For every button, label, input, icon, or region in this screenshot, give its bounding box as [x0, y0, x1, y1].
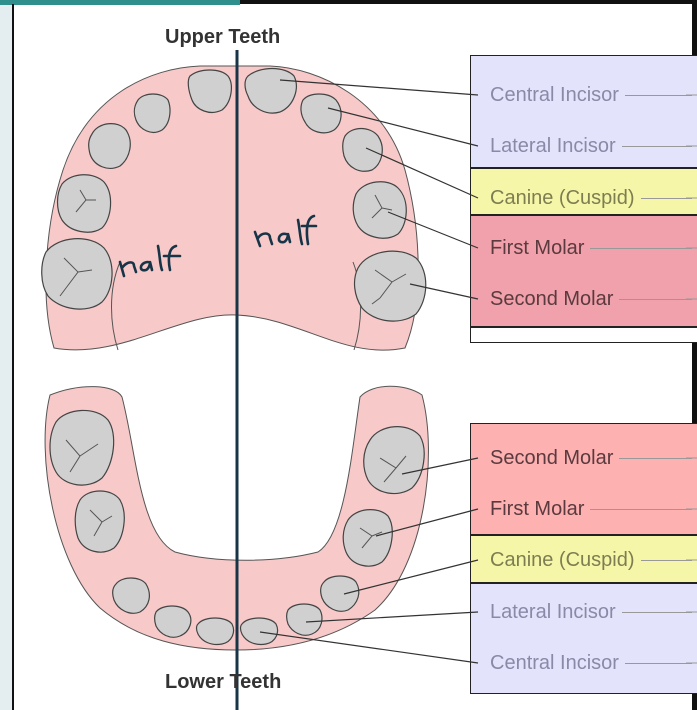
label-text: Lateral Incisor: [490, 135, 616, 158]
label-text: Second Molar: [490, 447, 613, 470]
lower-right-second-molar: [364, 427, 424, 494]
upper-teeth-title: Upper Teeth: [165, 26, 280, 49]
upper-label-first-molar: First Molar: [470, 224, 692, 272]
upper-label-second-molar: Second Molar: [470, 275, 692, 323]
label-text: Second Molar: [490, 288, 613, 311]
lower-left-first-molar: [75, 491, 124, 552]
upper-left-canine: [89, 124, 131, 169]
upper-left-lateral-incisor: [134, 94, 170, 132]
lower-left-second-molar: [50, 410, 114, 485]
lower-label-first-molar: First Molar: [470, 485, 692, 533]
label-text: Canine (Cuspid): [490, 187, 635, 210]
lower-label-central-incisor: Central Incisor: [470, 639, 692, 687]
lower-label-second-molar: Second Molar: [470, 434, 692, 482]
upper-label-canine: Canine (Cuspid): [470, 174, 692, 222]
label-text: Central Incisor: [490, 84, 619, 107]
lower-label-lateral-incisor: Lateral Incisor: [470, 588, 692, 636]
upper-right-second-molar: [355, 251, 426, 321]
lower-label-canine: Canine (Cuspid): [470, 536, 692, 584]
upper-left-first-molar: [58, 175, 111, 232]
upper-label-central-incisor: Central Incisor: [470, 71, 692, 119]
lower-teeth-title: Lower Teeth: [165, 671, 281, 694]
label-text: First Molar: [490, 498, 584, 521]
label-text: Central Incisor: [490, 652, 619, 675]
lower-right-first-molar: [343, 510, 392, 566]
label-text: First Molar: [490, 237, 584, 260]
upper-right-canine: [343, 129, 383, 172]
label-text: Canine (Cuspid): [490, 549, 635, 572]
label-text: Lateral Incisor: [490, 601, 616, 624]
upper-label-lateral-incisor: Lateral Incisor: [470, 122, 692, 170]
